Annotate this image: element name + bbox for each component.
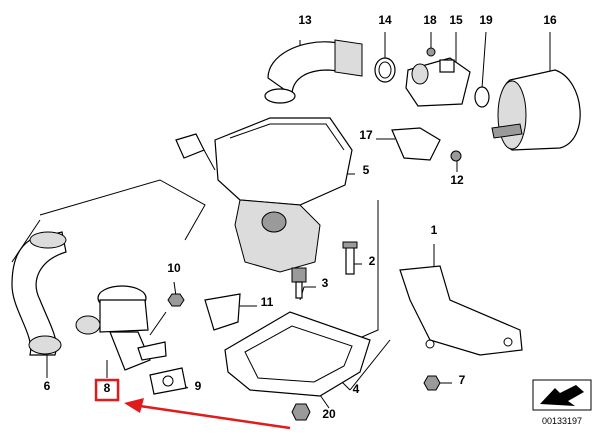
callout-18: 18: [423, 13, 437, 27]
part-4-base-plate: [224, 311, 371, 397]
callout-16: 16: [543, 13, 557, 27]
part-1-bracket: [399, 265, 523, 356]
callout-4: 4: [353, 382, 360, 396]
part-15-valve: [405, 57, 471, 107]
part-9-gasket: [149, 367, 187, 395]
callout-9: 9: [195, 379, 202, 393]
callout-1: 1: [431, 223, 438, 237]
callout-19: 19: [479, 13, 493, 27]
highlight-arrow: [124, 398, 291, 430]
part-17-bracket: [391, 127, 441, 161]
callout-17: 17: [359, 128, 373, 142]
part-10-nut: [167, 293, 185, 307]
callout-2: 2: [369, 254, 376, 268]
part-16-cover: [491, 69, 581, 151]
callout-6: 6: [44, 379, 51, 393]
callout-11: 11: [261, 295, 274, 309]
part-11-clip: [204, 293, 241, 331]
part-8-valve: [75, 285, 167, 371]
callout-14: 14: [378, 13, 392, 27]
part-5-air-pump: [175, 117, 353, 273]
callout-8: 8: [104, 381, 111, 395]
highlight-box: [94, 378, 120, 402]
callout-12: 12: [450, 173, 464, 187]
callout-5: 5: [363, 163, 370, 177]
part-13-hose: [264, 39, 363, 104]
part-7-nut: [423, 375, 441, 391]
catalog-badge: 00133197: [532, 379, 592, 426]
part-6-hose: [11, 231, 67, 356]
part-18-screw: [426, 47, 436, 57]
part-20-nut: [291, 403, 311, 421]
callout-3: 3: [322, 276, 329, 290]
callout-7: 7: [459, 373, 466, 387]
callout-15: 15: [449, 13, 463, 27]
part-3-sensor: [291, 267, 307, 299]
part-19-ring: [474, 86, 490, 108]
arrow-icon: [540, 385, 584, 406]
callout-10: 10: [167, 261, 181, 275]
catalog-number: 00133197: [542, 416, 582, 426]
part-2-bolt: [342, 241, 358, 275]
part-14-clamp: [374, 57, 396, 83]
part-12-bolt: [450, 150, 462, 162]
callout-13: 13: [298, 13, 312, 27]
callout-20: 20: [322, 407, 336, 421]
